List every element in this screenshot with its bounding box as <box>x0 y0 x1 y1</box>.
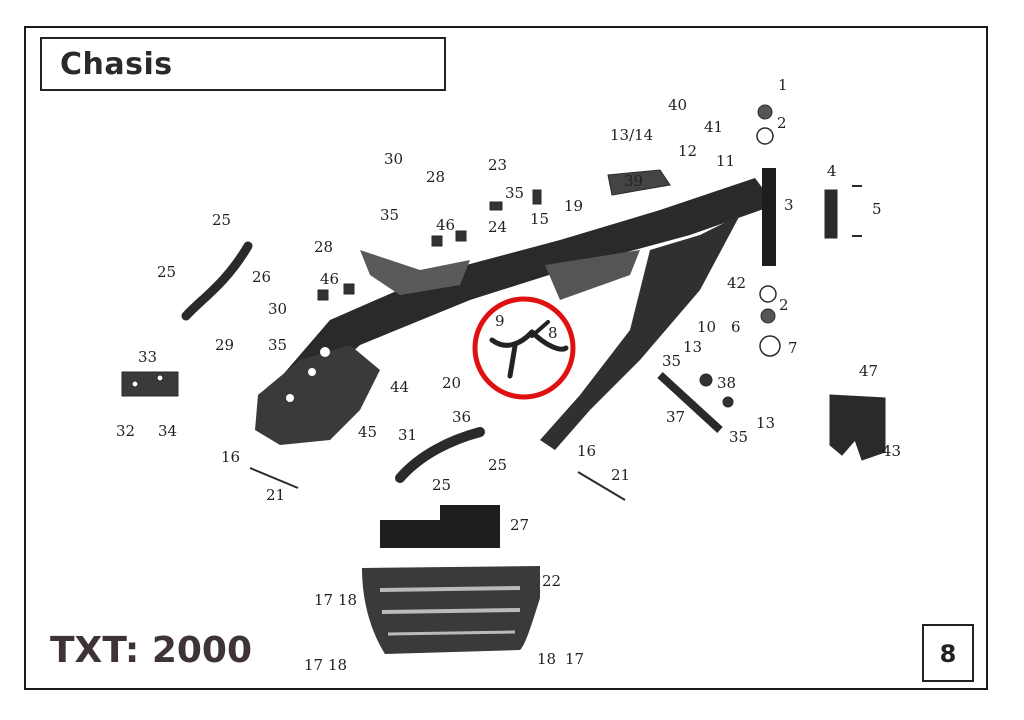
skid-plate <box>362 505 540 654</box>
part-label: 25 <box>212 211 231 229</box>
part-label: 41 <box>704 118 723 136</box>
part-label: 46 <box>436 216 455 234</box>
part-label: 43 <box>882 442 901 460</box>
part-label: 46 <box>320 270 339 288</box>
part-label: 35 <box>380 206 399 224</box>
part-label: 24 <box>488 218 507 236</box>
part-label: 12 <box>678 142 697 160</box>
footrest-bracket <box>489 320 569 379</box>
part-label: 5 <box>872 200 882 218</box>
part-label: 8 <box>548 324 558 342</box>
page-title: Chasis <box>60 47 173 82</box>
part-label: 9 <box>495 312 505 330</box>
part-label: 20 <box>442 374 461 392</box>
page-number-box: 8 <box>922 624 974 682</box>
part-label: 18 <box>328 656 347 674</box>
small-parts <box>121 104 886 501</box>
part-label: 17 <box>314 591 333 609</box>
part-label: 13/14 <box>610 126 653 144</box>
model-label: TXT: 2000 <box>50 630 253 671</box>
part-label: 19 <box>564 197 583 215</box>
part-label: 17 <box>565 650 584 668</box>
part-label: 1 <box>778 76 788 94</box>
part-label: 32 <box>116 422 135 440</box>
part-label: 35 <box>729 428 748 446</box>
part-label: 2 <box>779 296 789 314</box>
part-label: 6 <box>731 318 741 336</box>
part-label: 16 <box>577 442 596 460</box>
part-label: 21 <box>266 486 285 504</box>
part-label: 35 <box>505 184 524 202</box>
part-label: 15 <box>530 210 549 228</box>
part-label: 10 <box>697 318 716 336</box>
part-label: 30 <box>268 300 287 318</box>
main-frame <box>255 168 776 450</box>
highlight-circle <box>472 296 576 400</box>
page-frame <box>24 26 988 690</box>
part-label: 3 <box>784 196 794 214</box>
part-label: 44 <box>390 378 409 396</box>
part-label: 21 <box>611 466 630 484</box>
part-label: 40 <box>668 96 687 114</box>
part-label: 18 <box>338 591 357 609</box>
part-label: 28 <box>314 238 333 256</box>
part-label: 26 <box>252 268 271 286</box>
part-label: 7 <box>788 339 798 357</box>
part-label: 25 <box>157 263 176 281</box>
title-box: Chasis <box>40 37 446 91</box>
part-labels: 1 2 3 4 5 2 6 7 10 42 40 41 12 11 13/14 … <box>116 76 901 674</box>
part-label: 13 <box>683 338 702 356</box>
part-label: 18 <box>537 650 556 668</box>
part-label: 29 <box>215 336 234 354</box>
part-label: 16 <box>221 448 240 466</box>
page-number: 8 <box>939 640 957 668</box>
part-label: 25 <box>488 456 507 474</box>
part-label: 27 <box>510 516 529 534</box>
part-label: 17 <box>304 656 323 674</box>
part-label: 33 <box>138 348 157 366</box>
part-label: 4 <box>827 162 837 180</box>
part-label: 25 <box>432 476 451 494</box>
part-label: 36 <box>452 408 471 426</box>
part-label: 45 <box>358 423 377 441</box>
part-label: 42 <box>727 274 746 292</box>
part-label: 31 <box>398 426 417 444</box>
part-label: 34 <box>158 422 177 440</box>
part-label: 47 <box>859 362 878 380</box>
part-label: 13 <box>756 414 775 432</box>
part-label: 38 <box>717 374 736 392</box>
part-label: 22 <box>542 572 561 590</box>
part-label: 23 <box>488 156 507 174</box>
part-label: 37 <box>666 408 685 426</box>
part-label: 2 <box>777 114 787 132</box>
part-label: 35 <box>268 336 287 354</box>
part-label: 35 <box>662 352 681 370</box>
part-label: 30 <box>384 150 403 168</box>
part-label: 11 <box>716 152 735 170</box>
part-label: 39 <box>624 172 643 190</box>
part-label: 28 <box>426 168 445 186</box>
